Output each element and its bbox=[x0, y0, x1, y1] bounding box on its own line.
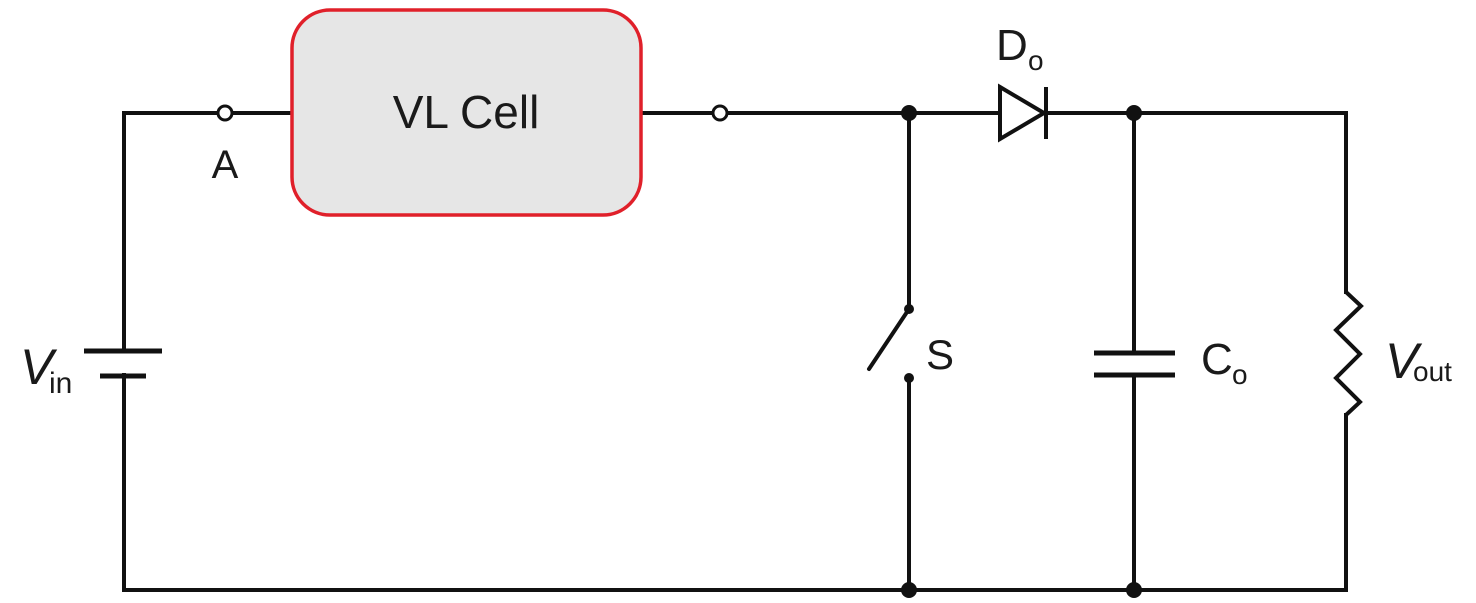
label-cap-main: C bbox=[1201, 335, 1233, 384]
junction-dot bbox=[1126, 582, 1142, 598]
diode-symbol bbox=[998, 83, 1048, 143]
label-diode: D o bbox=[996, 21, 1044, 76]
label-vin: V in bbox=[20, 339, 72, 400]
vl-cell-label: VL Cell bbox=[393, 86, 540, 138]
terminal-output bbox=[711, 104, 729, 122]
label-vout-sub: out bbox=[1413, 356, 1452, 387]
junction-dot bbox=[901, 582, 917, 598]
label-diode-main: D bbox=[996, 21, 1028, 70]
label-vin-main: V bbox=[20, 339, 58, 395]
resistor-symbol bbox=[1333, 290, 1364, 417]
label-vin-sub: in bbox=[49, 367, 72, 400]
label-vout-main: V bbox=[1385, 333, 1423, 389]
label-diode-sub: o bbox=[1028, 45, 1044, 76]
wire-left-bottom bbox=[122, 373, 1348, 592]
switch-symbol bbox=[867, 304, 914, 383]
label-cap-sub: o bbox=[1232, 359, 1248, 390]
capacitor-symbol bbox=[1094, 350, 1175, 378]
wire-left-top bbox=[122, 111, 224, 352]
junction-dot bbox=[901, 105, 917, 121]
label-switch: S bbox=[926, 331, 954, 378]
battery-symbol bbox=[84, 348, 162, 379]
label-capacitor: C o bbox=[1201, 335, 1248, 390]
junction-dot bbox=[1126, 105, 1142, 121]
wire-diode-to-load bbox=[1043, 111, 1348, 294]
terminal-a bbox=[216, 104, 234, 122]
label-vout: V out bbox=[1385, 333, 1452, 389]
label-node-a: A bbox=[212, 143, 239, 187]
vl-cell-block bbox=[290, 8, 643, 217]
